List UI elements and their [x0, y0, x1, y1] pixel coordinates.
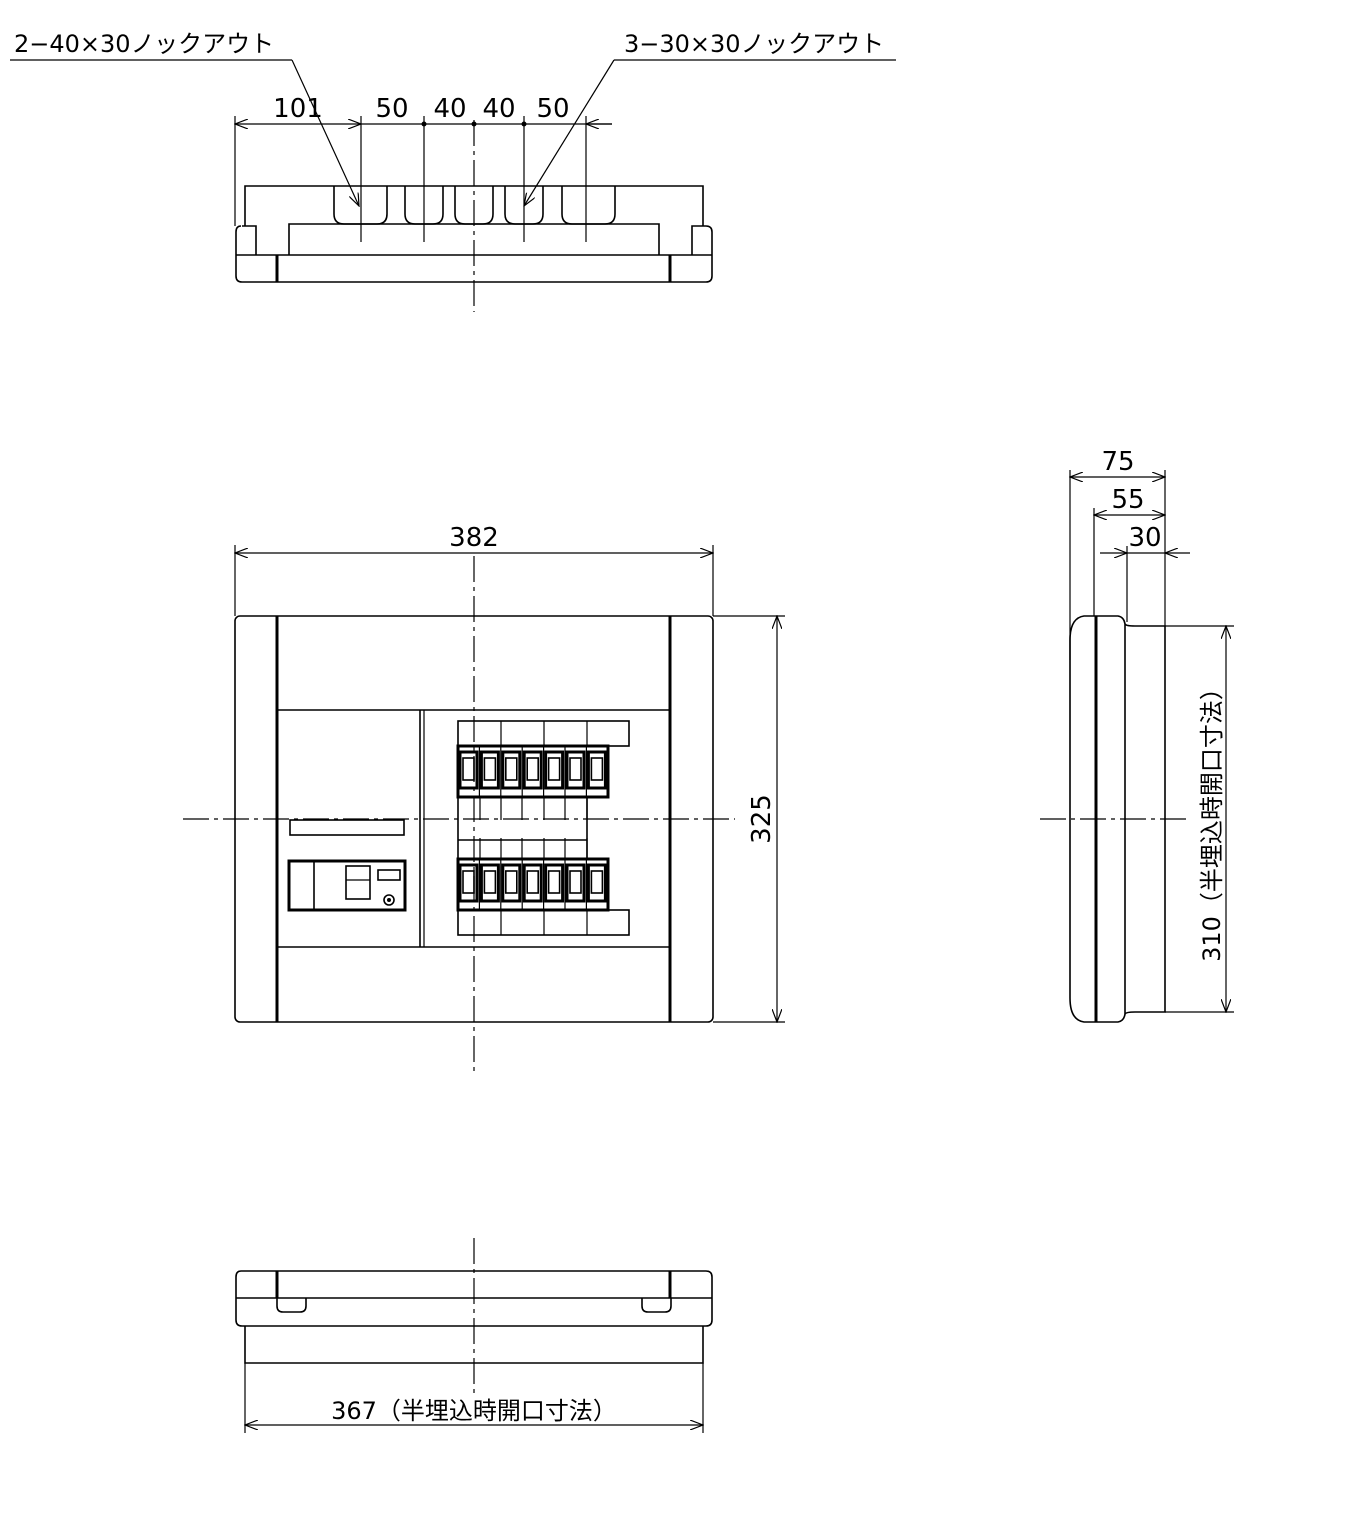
branch-breaker — [458, 863, 479, 903]
branch-breaker — [544, 750, 565, 790]
height-label: 325 — [747, 794, 777, 844]
dim-label-50a: 50 — [375, 94, 408, 124]
bottom-foot-left — [276, 1298, 307, 1313]
main-breaker-test-dot — [387, 898, 391, 902]
branch-breaker — [565, 863, 586, 903]
branch-breaker — [501, 750, 522, 790]
branch-breaker-handle — [547, 757, 561, 781]
side-view: 75 55 30 310（半埋込時開口寸法） — [1040, 447, 1234, 1023]
branch-breaker — [458, 750, 479, 790]
opening-width-label: 367（半埋込時開口寸法） — [331, 1397, 617, 1425]
width-label: 382 — [449, 523, 499, 553]
knockout-30x30-a — [404, 186, 444, 225]
knockout-right-label: 3−30×30ノックアウト — [624, 30, 884, 58]
main-breaker — [288, 860, 406, 911]
main-breaker-indicator — [377, 869, 401, 881]
branch-breaker — [479, 750, 500, 790]
dim-label-50b: 50 — [536, 94, 569, 124]
branch-breaker-handle — [504, 757, 518, 781]
branch-breaker — [522, 750, 543, 790]
knockout-right-leader — [524, 59, 615, 206]
branch-breaker-handle — [569, 870, 582, 894]
branch-breaker-handle — [462, 757, 475, 781]
bottom-frame — [235, 1270, 713, 1327]
bottom-foot-right — [641, 1298, 672, 1313]
dim-label-40b: 40 — [482, 94, 515, 124]
branch-breaker-handle — [504, 870, 518, 894]
knockout-left-label: 2−40×30ノックアウト — [14, 30, 274, 58]
knockout-30x30-c — [504, 186, 544, 225]
branch-breaker — [479, 863, 500, 903]
branch-breaker-handle — [526, 870, 540, 894]
dim-label-40a: 40 — [433, 94, 466, 124]
knockout-left-leader — [291, 59, 359, 206]
dim-label-101: 101 — [273, 94, 323, 124]
knockout-40x30-a — [333, 186, 388, 225]
top-corner-pads — [242, 225, 706, 255]
main-breaker-frame — [287, 859, 407, 912]
branch-breaker-handle — [547, 870, 561, 894]
knockout-40x30-b — [561, 186, 616, 225]
branch-breaker-handle — [590, 757, 604, 781]
branch-breaker — [586, 863, 607, 903]
branch-breaker-handle — [569, 757, 582, 781]
main-breaker-test-button-icon — [383, 894, 395, 906]
opening-height-label: 310（半埋込時開口寸法） — [1198, 676, 1226, 962]
depth-total-label: 75 — [1101, 447, 1134, 477]
branch-breaker — [544, 863, 565, 903]
depth-mid-label: 55 — [1111, 485, 1144, 515]
branch-breaker-slots — [458, 746, 607, 910]
branch-breaker — [565, 750, 586, 790]
side-cover-outline — [1069, 615, 1094, 1023]
front-view: 382 325 — [183, 523, 785, 1075]
branch-breaker — [501, 863, 522, 903]
main-breaker-handle — [345, 865, 371, 900]
branch-breaker — [522, 863, 543, 903]
branch-breaker-handle — [526, 757, 540, 781]
depth-front-label: 30 — [1128, 523, 1161, 553]
branch-breaker-handle — [483, 757, 497, 781]
branch-breaker-handle — [590, 870, 604, 894]
bottom-view: 367（半埋込時開口寸法） — [235, 1238, 713, 1433]
branch-breaker — [586, 750, 607, 790]
branch-breaker-handle — [462, 870, 475, 894]
branch-breaker-handle — [483, 870, 497, 894]
top-view: 2−40×30ノックアウト 3−30×30ノックアウト 101 50 40 40… — [10, 30, 896, 312]
main-breaker-label-plate — [289, 819, 405, 836]
